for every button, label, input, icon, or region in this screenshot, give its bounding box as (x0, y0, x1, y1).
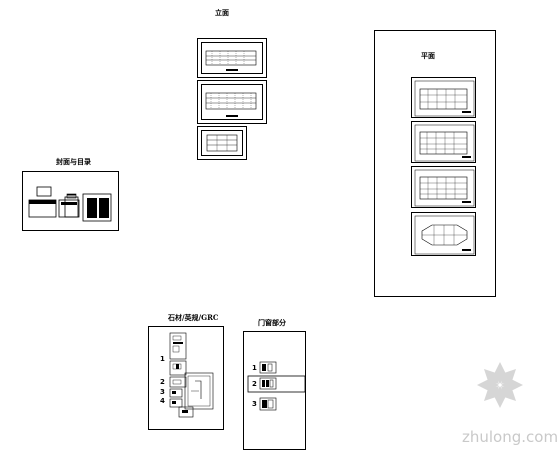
cover-index-group[interactable]: 封面与目录 (22, 157, 119, 231)
floor-plan-drawing-2 (414, 124, 475, 162)
door-window-marker-3: 3 (252, 400, 257, 408)
door-window-drawing (247, 361, 306, 411)
floor-plan-sheet-2[interactable] (411, 121, 476, 163)
door-window-marker-1: 1 (252, 364, 257, 372)
stone-marker-4: 4 (160, 397, 165, 405)
door-window-title: 门窗部分 (258, 318, 286, 327)
cover-index-title: 封面与目录 (56, 157, 91, 166)
elevation-drawing-2 (205, 92, 257, 117)
floor-plan-drawing-1 (414, 80, 475, 117)
elevation-sheet-1[interactable] (197, 38, 267, 78)
floor-plan-sheet-4[interactable] (411, 212, 476, 256)
cover-index-drawing (28, 186, 112, 222)
watermark-text: zhulong.com (462, 428, 559, 446)
elevation-drawing-3 (206, 134, 238, 152)
elevation-title: 立面 (215, 8, 229, 17)
stone-marker-2: 2 (160, 378, 165, 386)
elevation-sheet-2[interactable] (197, 80, 267, 124)
floor-plan-drawing-3 (414, 169, 475, 207)
stone-detail-drawing (169, 332, 214, 418)
elevation-drawing-1 (205, 50, 257, 71)
stone-marker-3: 3 (160, 388, 165, 396)
floor-plan-title: 平面 (421, 51, 435, 60)
door-window-marker-2: 2 (252, 380, 257, 388)
floor-plan-group[interactable]: 平面 (374, 30, 496, 297)
door-window-group[interactable]: 门窗部分 1 2 3 (243, 318, 306, 450)
elevation-sheet-3[interactable] (197, 126, 247, 160)
stone-detail-group[interactable]: 石材/英规/GRC 1 2 3 4 (148, 313, 224, 430)
floor-plan-sheet-3[interactable] (411, 166, 476, 208)
floor-plan-sheet-1[interactable] (411, 77, 476, 118)
watermark-logo-icon (477, 362, 523, 408)
stone-marker-1: 1 (160, 355, 165, 363)
floor-plan-drawing-4 (414, 215, 475, 255)
stone-detail-title: 石材/英规/GRC (168, 313, 219, 322)
